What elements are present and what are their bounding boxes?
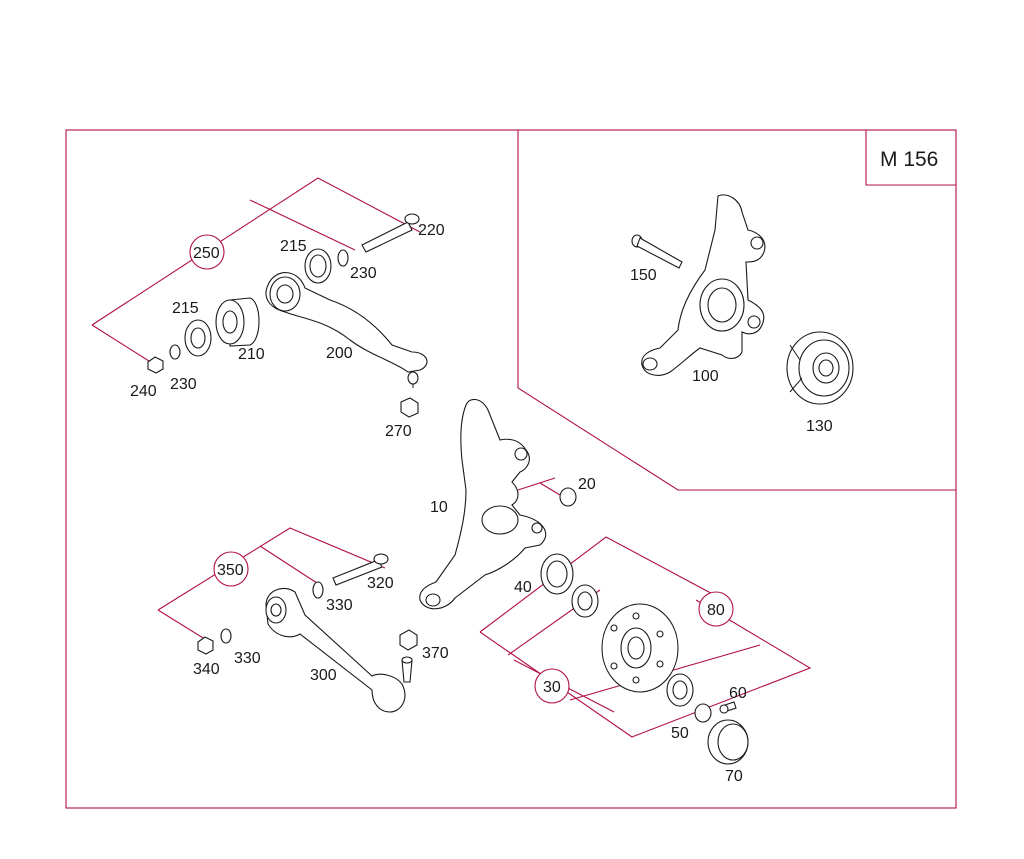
part-230-washer-upper[interactable] xyxy=(337,249,349,267)
part-100-knuckle[interactable] xyxy=(641,194,766,376)
label-215-upper[interactable]: 215 xyxy=(280,238,307,255)
label-200[interactable]: 200 xyxy=(326,345,353,362)
part-215-bushing-upper[interactable] xyxy=(304,248,332,284)
callout-circle-80[interactable] xyxy=(698,591,734,627)
part-bearing-inner[interactable] xyxy=(571,584,599,618)
label-40[interactable]: 40 xyxy=(514,579,532,596)
variant-inset-outline xyxy=(517,130,956,491)
callout-circle-250[interactable] xyxy=(189,234,225,270)
label-340[interactable]: 340 xyxy=(193,661,220,678)
part-300-lower-arm[interactable] xyxy=(265,587,413,713)
part-50-washer[interactable] xyxy=(694,703,712,723)
label-50[interactable]: 50 xyxy=(671,725,689,742)
label-230-lower[interactable]: 230 xyxy=(170,376,197,393)
part-150-bolt[interactable] xyxy=(631,234,683,269)
part-20-washer[interactable] xyxy=(559,487,577,507)
part-240-nut[interactable] xyxy=(147,356,164,374)
part-10-steering-knuckle[interactable] xyxy=(419,398,547,610)
label-100[interactable]: 100 xyxy=(692,368,719,385)
part-230-washer-lower[interactable] xyxy=(169,344,181,360)
callout-circle-30[interactable] xyxy=(534,668,570,704)
leader-20 xyxy=(517,477,556,491)
callout-350[interactable]: 350 xyxy=(217,562,244,579)
part-60-screw[interactable] xyxy=(719,701,737,714)
label-230-upper[interactable]: 230 xyxy=(350,265,377,282)
part-330-washer-upper[interactable] xyxy=(312,581,324,599)
part-320-bolt[interactable] xyxy=(332,553,389,586)
variant-code-box xyxy=(865,130,956,186)
part-bearing-outer[interactable] xyxy=(666,673,694,707)
part-370-nut[interactable] xyxy=(399,629,418,651)
label-300[interactable]: 300 xyxy=(310,667,337,684)
label-130[interactable]: 130 xyxy=(806,418,833,435)
label-330-lower[interactable]: 330 xyxy=(234,650,261,667)
part-340-nut[interactable] xyxy=(197,636,214,655)
label-150[interactable]: 150 xyxy=(630,267,657,284)
label-10[interactable]: 10 xyxy=(430,499,448,516)
callout-30[interactable]: 30 xyxy=(543,679,561,696)
part-40-seal[interactable] xyxy=(540,553,574,595)
label-320[interactable]: 320 xyxy=(367,575,394,592)
label-210[interactable]: 210 xyxy=(238,346,265,363)
label-330-upper[interactable]: 330 xyxy=(326,597,353,614)
label-215-lower[interactable]: 215 xyxy=(172,300,199,317)
part-210-bushing[interactable] xyxy=(215,297,260,347)
label-240[interactable]: 240 xyxy=(130,383,157,400)
part-220-bolt[interactable] xyxy=(361,213,420,253)
callout-80[interactable]: 80 xyxy=(707,602,725,619)
callout-250[interactable]: 250 xyxy=(193,245,220,262)
part-30-hub-flange[interactable] xyxy=(601,603,679,693)
part-330-washer-lower[interactable] xyxy=(220,628,232,644)
part-200-control-arm[interactable] xyxy=(265,272,428,388)
label-70[interactable]: 70 xyxy=(725,768,743,785)
label-370[interactable]: 370 xyxy=(422,645,449,662)
label-270[interactable]: 270 xyxy=(385,423,412,440)
part-270-nut[interactable] xyxy=(400,397,419,418)
label-20[interactable]: 20 xyxy=(578,476,596,493)
leader-20b xyxy=(539,482,561,496)
callout-circle-350[interactable] xyxy=(213,551,249,587)
part-70-cap[interactable] xyxy=(707,719,749,765)
variant-code-label: M 156 xyxy=(880,148,938,171)
part-130-wheel-hub[interactable] xyxy=(786,331,854,405)
group-250-bracket xyxy=(91,177,421,369)
part-215-bushing-lower[interactable] xyxy=(184,319,212,357)
group-350-bracket xyxy=(157,527,386,642)
label-60[interactable]: 60 xyxy=(729,685,747,702)
diagram-frame xyxy=(65,129,957,809)
label-220[interactable]: 220 xyxy=(418,222,445,239)
